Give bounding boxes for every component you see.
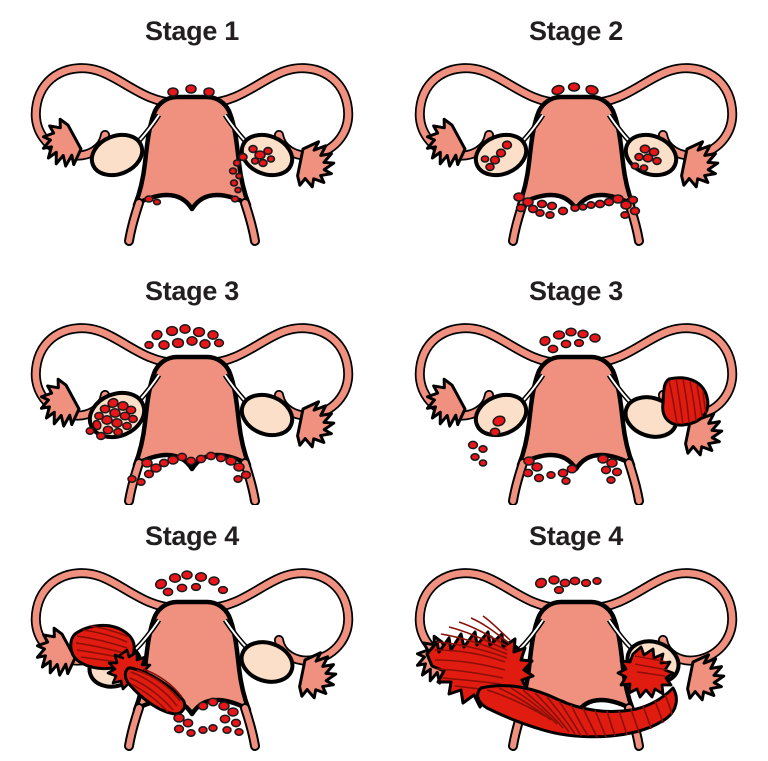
panel-stage-3-a: Stage 3 — [0, 260, 384, 505]
panel-title: Stage 4 — [529, 521, 623, 551]
adhesion-mass-right-ovary — [616, 645, 675, 699]
endometriosis-lesions — [534, 575, 602, 595]
uterus-diagram — [30, 63, 354, 246]
uterus-diagram — [30, 323, 354, 505]
adhesion-band-ovary-to-cervix — [123, 666, 187, 716]
uterus-diagram — [414, 63, 738, 246]
ovary-right — [239, 392, 295, 438]
panel-illustration-stage-4-b — [384, 550, 768, 761]
uterus-diagram — [414, 323, 738, 505]
panel-stage-3-b: Stage 3 — [384, 260, 768, 505]
female-reproductive-anatomy — [30, 63, 354, 246]
ovary-left — [89, 132, 145, 178]
panel-illustration-stage-1 — [0, 45, 384, 260]
endometriosis-lesions — [480, 82, 662, 220]
female-reproductive-anatomy — [414, 323, 738, 505]
endometriosis-lesions — [127, 324, 252, 486]
panel-stage-4-a: Stage 4 — [0, 505, 384, 761]
female-reproductive-anatomy — [414, 63, 738, 246]
panel-illustration-stage-3-a — [0, 305, 384, 505]
uterus-diagram — [411, 568, 738, 751]
uterus-diagram — [28, 568, 354, 751]
endometriosis-lesions — [154, 570, 244, 737]
endometriosis-lesions — [467, 327, 623, 485]
panel-stage-2: Stage 2 — [384, 0, 768, 260]
panel-stage-1: Stage 1 — [0, 0, 384, 260]
endometrioma-deposits — [85, 397, 138, 441]
panel-title: Stage 2 — [529, 16, 623, 46]
panel-stage-4-b: Stage 4 — [384, 505, 768, 761]
endometriosis-lesions — [144, 84, 276, 206]
panel-title: Stage 4 — [145, 521, 239, 551]
female-reproductive-anatomy — [30, 323, 354, 505]
ovary-left — [473, 392, 529, 438]
ovary-right — [239, 640, 295, 684]
adhesion-band-right-tube — [661, 376, 710, 427]
panel-illustration-stage-3-b — [384, 305, 768, 505]
panel-title: Stage 3 — [529, 276, 623, 306]
panel-title: Stage 3 — [145, 276, 239, 306]
panel-illustration-stage-4-a — [0, 550, 384, 761]
panel-illustration-stage-2 — [384, 45, 768, 260]
panel-title: Stage 1 — [145, 16, 239, 46]
adhesion-sheet-across-cervix — [476, 684, 678, 739]
